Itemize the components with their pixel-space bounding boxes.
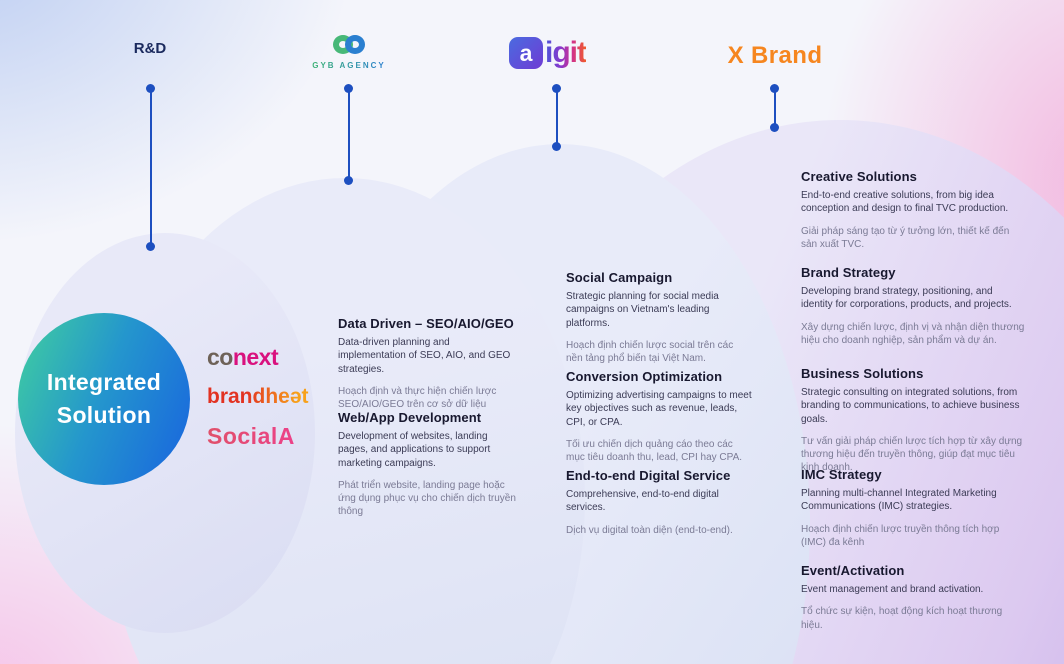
brand-logo-stack: conext brandheət SocialA [207,346,309,448]
gyb-ring-blue [345,34,365,54]
section-web-app-development: Web/App Development Development of websi… [338,410,518,519]
connector-line [149,88,152,247]
connector-dot [146,242,155,251]
section-creative-solutions: Creative Solutions End-to-end creative s… [801,169,1026,251]
section-title: Data Driven – SEO/AIO/GEO [338,316,514,331]
integrated-solution-circle: Integrated Solution [18,313,190,485]
section-conversion-optimization: Conversion Optimization Optimizing adver… [566,369,752,464]
aigit-wordmark: igit [545,36,587,69]
section-brand-strategy: Brand Strategy Developing brand strategy… [801,265,1026,347]
section-business-solutions: Business Solutions Strategic consulting … [801,366,1026,475]
section-title: Event/Activation [801,563,905,578]
section-event-activation: Event/Activation Event management and br… [801,563,1026,632]
section-text-en: Strategic planning for social media camp… [566,291,719,329]
section-text-en: Event management and brand activation. [801,584,984,595]
section-text-vn: Dịch vụ digital toàn diện (end-to-end). [566,524,733,536]
section-title: Brand Strategy [801,265,896,280]
connector-line [347,88,350,181]
conext-logo-part1: co [207,344,233,370]
section-text-vn: Hoạch định chiến lược truyền thông tích … [801,523,1000,548]
header-aigit: a igit [509,36,587,70]
section-social-campaign: Social Campaign Strategic planning for s… [566,270,752,365]
connector-dot [552,142,561,151]
connector-line [773,88,776,128]
section-text-en: Development of websites, landing pages, … [338,431,491,469]
section-title: Web/App Development [338,410,482,425]
section-imc-strategy: IMC Strategy Planning multi-channel Inte… [801,467,1026,549]
conext-logo-part2: next [232,344,279,370]
hub-title-line2: Solution [56,402,152,428]
section-text-en: Data-driven planning and implementation … [338,337,511,375]
gyb-infinity-icon [333,31,365,57]
section-text-en: End-to-end creative solutions, from big … [801,190,1009,215]
hub-title-line1: Integrated [46,368,162,395]
header-gyb: GYB AGENCY [297,31,401,70]
connector-xbrand [770,84,779,132]
aigit-logo-badge: a [509,37,543,69]
section-text-vn: Tối ưu chiến dịch quảng cáo theo các mục… [566,438,743,464]
section-title: IMC Strategy [801,467,882,482]
section-text-en: Comprehensive, end-to-end digital servic… [566,489,719,514]
gyb-agency-wordmark: GYB AGENCY [312,61,386,70]
section-title: Social Campaign [566,270,673,285]
conext-logo: conext [207,346,309,369]
section-text-en: Developing brand strategy, positioning, … [801,286,1012,311]
section-text-vn: Giải pháp sáng tạo từ ý tưởng lớn, thiết… [801,225,1010,250]
section-text-en: Optimizing advertising campaigns to meet… [566,390,752,428]
connector-rnd [146,84,155,251]
section-text-vn: Xây dựng chiến lược, định vị và nhận diệ… [801,321,1025,346]
connector-dot [770,123,779,132]
section-text-en: Strategic consulting on integrated solut… [801,387,1020,425]
section-end-to-end-digital: End-to-end Digital Service Comprehensive… [566,468,752,537]
section-data-driven: Data Driven – SEO/AIO/GEO Data-driven pl… [338,316,518,411]
connector-aigit [552,84,561,151]
section-text-vn: Hoạch định và thực hiện chiến lược SEO/A… [338,385,497,411]
section-title: Business Solutions [801,366,924,381]
connector-line [555,88,558,147]
section-text-vn: Tư vấn giải pháp chiến lược tích hợp từ … [801,435,1023,474]
header-xbrand: X Brand [727,42,823,69]
section-title: Conversion Optimization [566,369,723,384]
section-title: End-to-end Digital Service [566,468,731,483]
section-text-en: Planning multi-channel Integrated Market… [801,488,997,513]
section-title: Creative Solutions [801,169,917,184]
brandheat-logo: brandheət [207,385,309,408]
connector-dot [344,176,353,185]
sociala-logo: SocialA [207,425,309,448]
section-text-vn: Hoạch định chiến lược social trên các nề… [566,339,734,365]
section-text-vn: Tổ chức sự kiện, hoạt động kích hoạt thư… [801,606,1003,631]
header-rnd: R&D [133,40,167,57]
connector-gyb [344,84,353,185]
section-text-vn: Phát triển website, landing page hoặc ứn… [338,479,516,518]
